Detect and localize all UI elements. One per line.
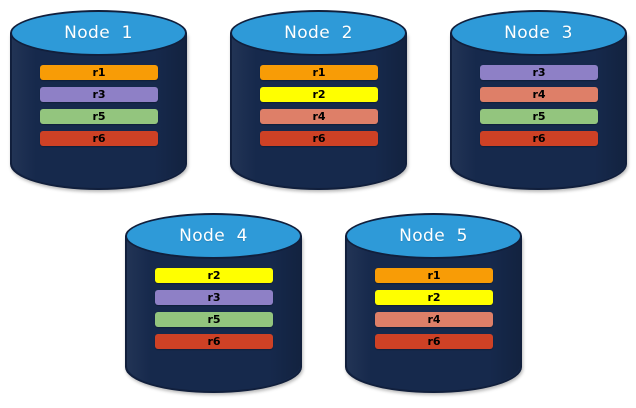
- replica-bar[interactable]: r6: [375, 334, 493, 349]
- replica-label: r3: [92, 88, 106, 101]
- replica-bar[interactable]: r2: [375, 290, 493, 305]
- replica-label: r6: [92, 132, 106, 145]
- replica-bar[interactable]: r3: [40, 87, 158, 102]
- replica-bar[interactable]: r6: [260, 131, 378, 146]
- database-node-3[interactable]: Node 3 r3 r4 r5 r6: [450, 10, 627, 190]
- replica-label: r4: [312, 110, 326, 123]
- replica-label: r1: [312, 66, 326, 79]
- replica-label: r1: [427, 269, 441, 282]
- replica-bar[interactable]: r1: [260, 65, 378, 80]
- replica-bar[interactable]: r5: [40, 109, 158, 124]
- node-title: Node 5: [399, 226, 468, 246]
- replica-stack: r3 r4 r5 r6: [480, 65, 598, 146]
- cylinder-top-icon: [345, 213, 522, 259]
- replica-label: r5: [207, 313, 221, 326]
- replica-label: r4: [532, 88, 546, 101]
- replica-bar[interactable]: r2: [260, 87, 378, 102]
- replica-stack: r1 r2 r4 r6: [375, 268, 493, 349]
- replica-label: r6: [532, 132, 546, 145]
- replica-label: r2: [427, 291, 441, 304]
- replica-label: r2: [207, 269, 221, 282]
- node-title: Node 1: [64, 23, 133, 43]
- replica-bar[interactable]: r5: [155, 312, 273, 327]
- replica-label: r6: [427, 335, 441, 348]
- cylinder-top-icon: [10, 10, 187, 56]
- database-node-4[interactable]: Node 4 r2 r3 r5 r6: [125, 213, 302, 393]
- replica-label: r5: [532, 110, 546, 123]
- replica-bar[interactable]: r3: [155, 290, 273, 305]
- replica-label: r5: [92, 110, 106, 123]
- replica-stack: r1 r3 r5 r6: [40, 65, 158, 146]
- replica-bar[interactable]: r1: [40, 65, 158, 80]
- cylinder-top-icon: [450, 10, 627, 56]
- replica-bar[interactable]: r4: [480, 87, 598, 102]
- replica-bar[interactable]: r1: [375, 268, 493, 283]
- replica-label: r3: [532, 66, 546, 79]
- replica-bar[interactable]: r5: [480, 109, 598, 124]
- replica-label: r6: [312, 132, 326, 145]
- replica-label: r6: [207, 335, 221, 348]
- replica-bar[interactable]: r2: [155, 268, 273, 283]
- replica-label: r1: [92, 66, 106, 79]
- replica-stack: r1 r2 r4 r6: [260, 65, 378, 146]
- replica-label: r3: [207, 291, 221, 304]
- database-node-1[interactable]: Node 1 r1 r3 r5 r6: [10, 10, 187, 190]
- replica-stack: r2 r3 r5 r6: [155, 268, 273, 349]
- replica-label: r2: [312, 88, 326, 101]
- cylinder-top-icon: [230, 10, 407, 56]
- node-title: Node 3: [504, 23, 573, 43]
- replica-label: r4: [427, 313, 441, 326]
- cylinder-top-icon: [125, 213, 302, 259]
- database-node-2[interactable]: Node 2 r1 r2 r4 r6: [230, 10, 407, 190]
- replica-bar[interactable]: r6: [40, 131, 158, 146]
- node-title: Node 2: [284, 23, 353, 43]
- node-title: Node 4: [179, 226, 248, 246]
- database-node-5[interactable]: Node 5 r1 r2 r4 r6: [345, 213, 522, 393]
- replica-bar[interactable]: r4: [260, 109, 378, 124]
- replica-bar[interactable]: r6: [480, 131, 598, 146]
- replica-bar[interactable]: r3: [480, 65, 598, 80]
- replica-bar[interactable]: r4: [375, 312, 493, 327]
- replica-bar[interactable]: r6: [155, 334, 273, 349]
